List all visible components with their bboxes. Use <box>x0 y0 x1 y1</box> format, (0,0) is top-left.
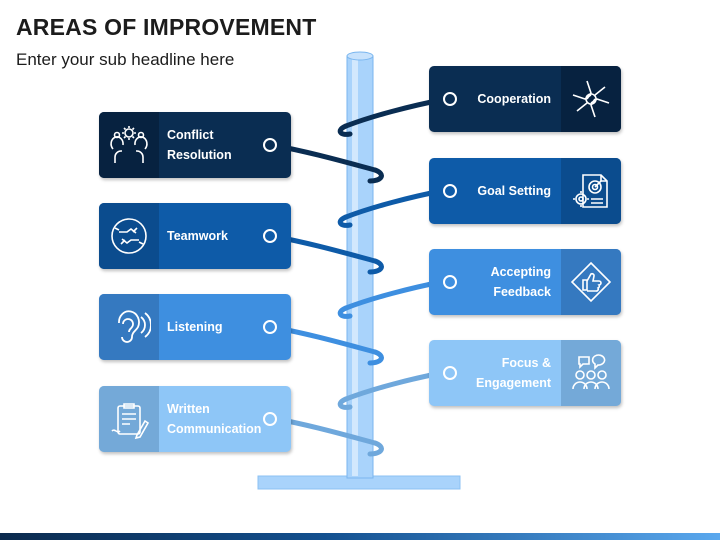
focus-engagement-icon <box>572 354 610 390</box>
card-teamwork: Teamwork <box>99 203 291 269</box>
card-label: Conflict Resolution <box>167 128 232 162</box>
card-label: Goal Setting <box>477 184 551 198</box>
card-accepting-feedback: Accepting Feedback <box>429 249 621 315</box>
card-label: Focus & Engagement <box>475 356 551 390</box>
pole-top <box>346 51 374 61</box>
card-goal-setting: Goal Setting <box>429 158 621 224</box>
wire-hole <box>263 412 277 426</box>
card-written-communication: Written Communication <box>99 386 291 452</box>
listening-ear-icon <box>118 310 151 343</box>
goal-setting-icon <box>573 174 608 208</box>
wire-hole <box>443 275 457 289</box>
teamwork-icon <box>111 218 147 254</box>
written-communication-icon <box>111 403 150 440</box>
card-cooperation: Cooperation <box>429 66 621 132</box>
card-label: Teamwork <box>167 229 228 243</box>
card-conflict-resolution: Conflict Resolution <box>99 112 291 178</box>
card-label: Listening <box>167 320 223 334</box>
footer-bar <box>0 533 720 540</box>
wire-hole <box>443 184 457 198</box>
wire-hole <box>443 366 457 380</box>
wire-hole <box>263 138 277 152</box>
card-listening: Listening <box>99 294 291 360</box>
card-label: Written Communication <box>167 402 262 436</box>
conflict-resolution-icon <box>110 126 148 163</box>
wire-hole <box>263 229 277 243</box>
page-title: AREAS OF IMPROVEMENT <box>16 14 317 40</box>
wire-hole <box>263 320 277 334</box>
feedback-thumbs-up-icon <box>570 261 612 303</box>
cooperation-hands-icon <box>572 80 610 118</box>
wire-hole <box>443 92 457 106</box>
card-label: Accepting Feedback <box>490 265 551 299</box>
card-focus-engagement: Focus & Engagement <box>429 340 621 406</box>
page-subtitle: Enter your sub headline here <box>16 50 235 69</box>
card-label: Cooperation <box>477 92 551 106</box>
